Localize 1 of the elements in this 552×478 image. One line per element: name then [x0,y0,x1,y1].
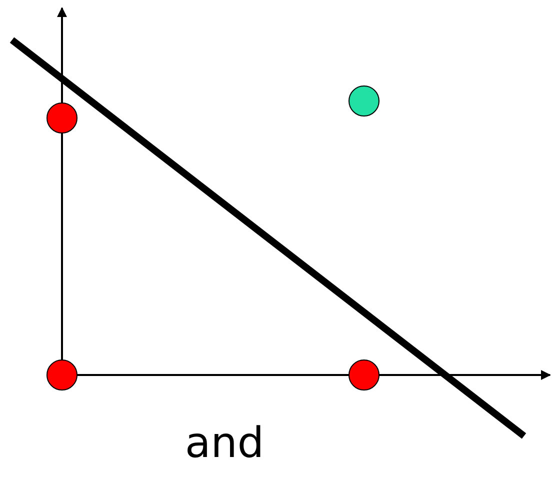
plot-label: and [185,418,264,468]
